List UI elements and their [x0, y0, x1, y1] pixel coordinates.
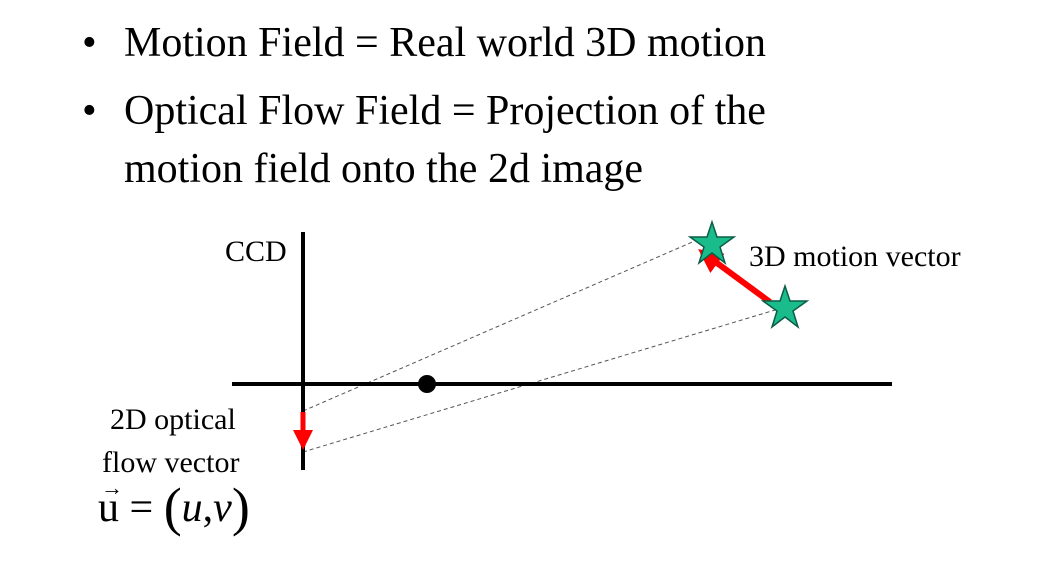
motion-vector-label: 3D motion vector	[749, 240, 961, 273]
equals-sign: =	[129, 485, 154, 531]
close-paren: )	[231, 477, 250, 537]
bullet-text: Optical Flow Field = Projection of the m…	[124, 82, 766, 198]
ccd-label: CCD	[225, 235, 287, 268]
bullet-text-line-1: Optical Flow Field = Projection of the	[124, 88, 766, 134]
bullet-text-line-2: motion field onto the 2d image	[124, 146, 644, 192]
var-u: u	[181, 485, 203, 531]
var-v: v	[213, 485, 232, 531]
star-icon-start	[760, 283, 810, 330]
optical-flow-label-line-2: flow vector	[102, 446, 239, 479]
open-paren: (	[163, 477, 182, 537]
optical-flow-label-line-1: 2D optical	[110, 403, 236, 436]
motion-vector-arrow	[698, 249, 772, 305]
vector-arrow-accent: →	[101, 475, 123, 500]
bullet-marker: •	[82, 88, 97, 134]
comma: ,	[202, 485, 214, 531]
star-icon-end	[687, 219, 737, 266]
flow-vector-formula: →u = (u,v)	[98, 475, 250, 534]
vector-u-letter: u	[98, 485, 119, 531]
bullet-text: Motion Field = Real world 3D motion	[124, 20, 766, 66]
center-of-projection	[418, 375, 436, 393]
bullet-marker: •	[82, 20, 97, 66]
vector-u-symbol: →u	[98, 475, 123, 533]
